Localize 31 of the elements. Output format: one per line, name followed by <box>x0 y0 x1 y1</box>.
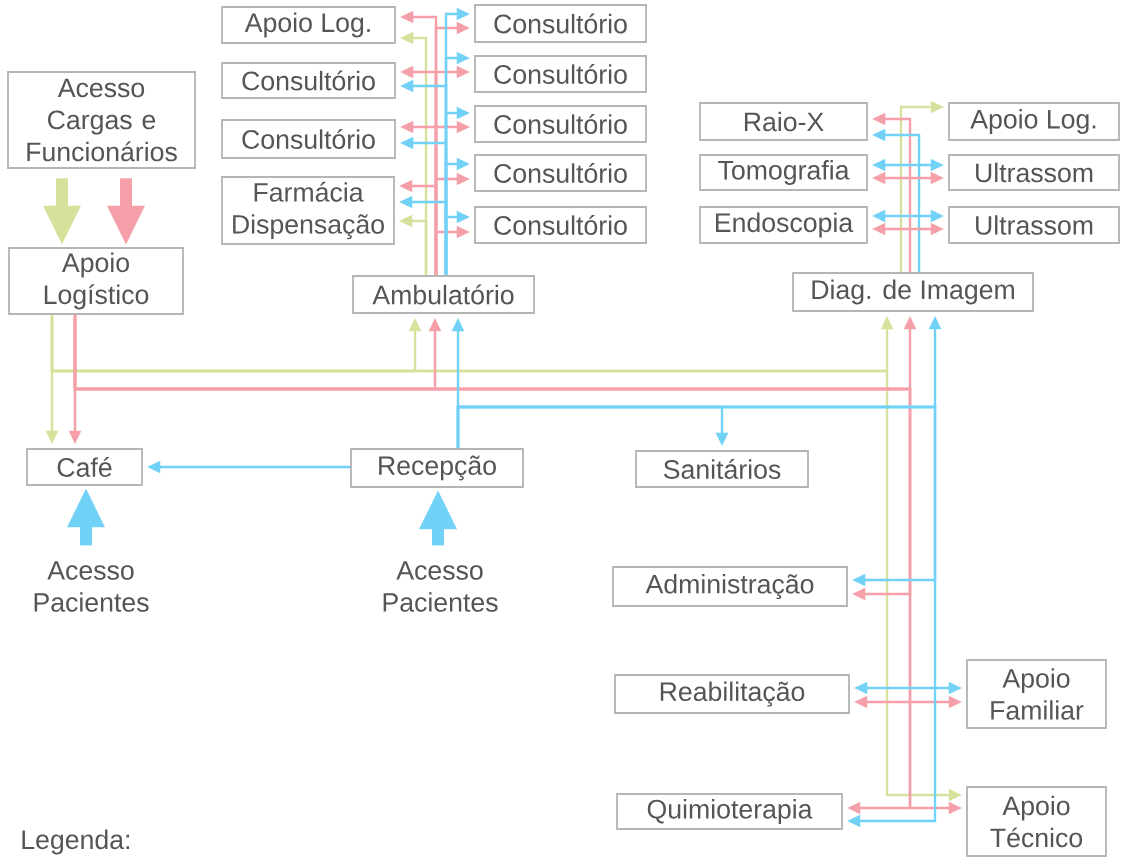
area-box: Recepção <box>350 448 524 488</box>
entrance-label: Acesso Pacientes <box>383 561 498 612</box>
area-box: Endoscopia <box>699 206 868 244</box>
area-box: Apoio Logístico <box>8 247 184 315</box>
area-box: Raio-X <box>699 102 868 141</box>
area-box: Apoio Familiar <box>966 659 1107 729</box>
area-box: Consultório <box>474 154 647 192</box>
area-box: Tomografia <box>699 154 868 191</box>
legend-title: Legenda: <box>22 829 130 855</box>
area-box: Consultório <box>474 105 647 143</box>
area-box: Café <box>26 448 143 486</box>
area-box: Ultrassom <box>948 154 1120 191</box>
area-box: Ultrassom <box>948 206 1120 244</box>
area-box: Apoio Log. <box>221 6 396 44</box>
area-box: Farmácia Dispensação <box>221 176 395 245</box>
area-box: Sanitários <box>635 450 809 488</box>
area-box: Consultório <box>221 62 396 99</box>
area-box: Apoio Técnico <box>966 786 1107 857</box>
area-box: Apoio Log. <box>948 102 1120 141</box>
flow-arrow <box>456 405 937 828</box>
area-box: Reabilitação <box>614 674 850 714</box>
area-box: Consultório <box>221 119 396 159</box>
area-box: Consultório <box>474 206 647 244</box>
area-box: Consultório <box>474 4 647 43</box>
area-box: Quimioterapia <box>616 793 843 830</box>
area-box: Diag. de Imagem <box>792 272 1034 312</box>
entrance-label: Acesso Pacientes <box>34 561 149 612</box>
area-box: Consultório <box>474 55 647 93</box>
area-box: Acesso Cargas e Funcionários <box>7 71 196 169</box>
area-box: Ambulatório <box>352 275 535 314</box>
area-box: Administração <box>612 566 848 607</box>
